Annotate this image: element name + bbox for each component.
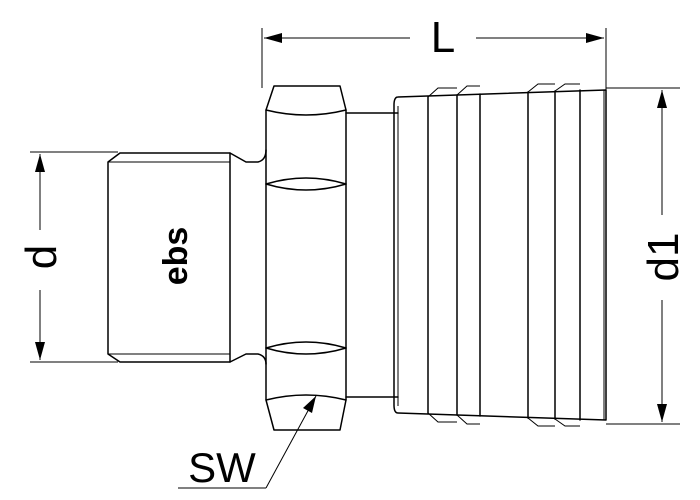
- label-outer-diameter: d1: [639, 233, 688, 282]
- label-thread-diameter: d: [17, 245, 66, 269]
- label-length: L: [431, 13, 455, 62]
- threaded-end: [107, 149, 267, 365]
- dimension-wrench-size: SW: [178, 395, 317, 491]
- label-wrench-size: SW: [188, 444, 256, 491]
- brand-logo: ebs: [157, 227, 195, 286]
- coupling-body: [345, 83, 607, 427]
- hex-nut: [265, 85, 347, 431]
- dimension-outer-diameter: d1: [606, 87, 688, 425]
- dimension-thread-diameter: d: [17, 151, 118, 363]
- dimension-length: L: [261, 13, 607, 90]
